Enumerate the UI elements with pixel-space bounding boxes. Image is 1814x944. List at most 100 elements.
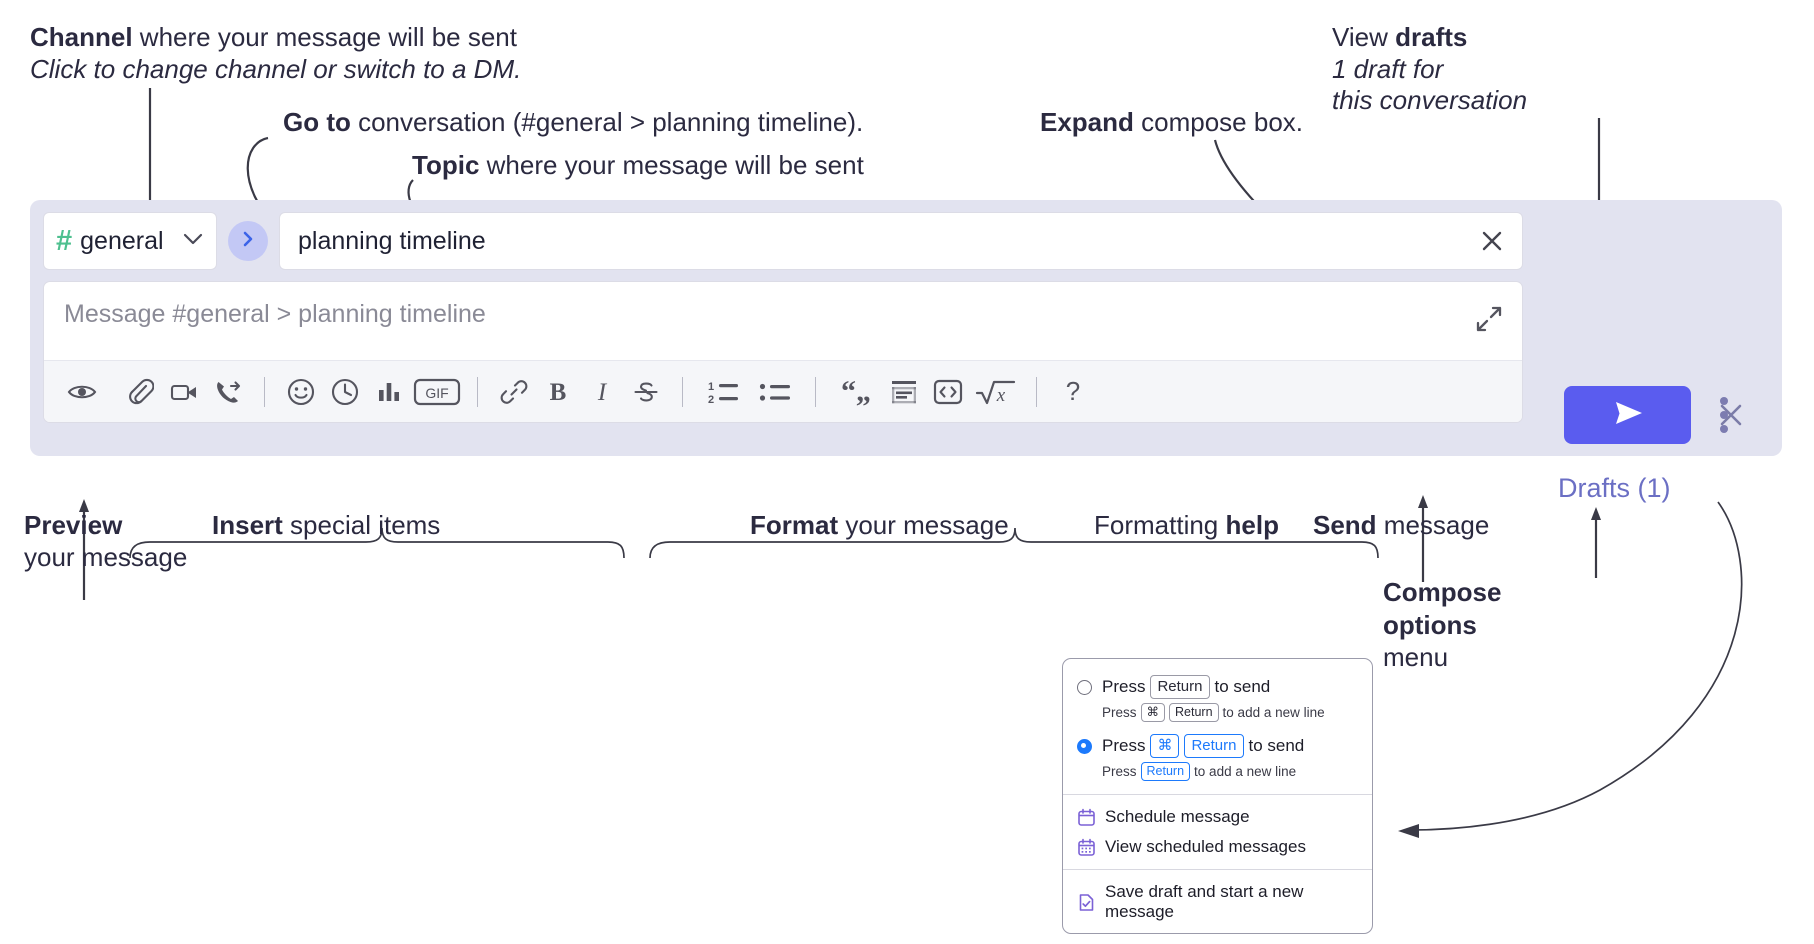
annotation-drafts-line2: this conversation [1332,85,1528,116]
preview-icon[interactable] [60,370,104,414]
option2-sub-key-return: Return [1140,762,1191,782]
topic-field[interactable]: planning timeline [279,212,1523,270]
send-paper-plane-icon [1604,393,1652,438]
ordered-list-icon[interactable]: 1 2 [697,370,749,414]
more-vertical-icon-dot [1720,397,1728,405]
send-button[interactable] [1564,386,1691,444]
expand-diagonal-icon[interactable] [1474,304,1504,339]
menu-item-save-draft[interactable]: Save draft and start a new message [1063,877,1372,927]
close-icon[interactable] [1476,225,1508,257]
option2-key-return: Return [1184,734,1244,759]
menu-item-label: Save draft and start a new message [1105,882,1304,922]
compose-options-menu: Press Return to send Press ⌘ Return to a… [1062,658,1373,935]
annotation-goto-rest: conversation (#general > planning timeli… [350,107,864,137]
menu-option-cmd-return-to-send[interactable]: Press ⌘ Return to send [1063,728,1372,760]
option1-key-return: Return [1150,675,1210,700]
option2-sub-press: Press [1102,764,1137,780]
more-vertical-icon-dot [1720,425,1728,433]
annotation-drafts: View drafts 1 draft for this conversatio… [1332,22,1527,117]
annotation-drafts-bold: drafts [1395,22,1468,52]
annotation-send-rest: message [1376,510,1490,540]
svg-text:?: ? [1066,377,1080,406]
annotation-expand: Expand compose box. [1040,107,1303,139]
annotation-compose-line1: Compose [1383,577,1502,607]
annotation-channel-rest: where your message will be sent [132,22,517,52]
annotation-goto-bold: Go to [283,107,351,137]
option1-text: Press Return to send [1102,675,1271,700]
phone-forward-icon[interactable] [206,370,250,414]
svg-text:“„: “„ [841,377,871,407]
option1-sub-key-cmd: ⌘ [1140,703,1166,723]
calendar-icon [1077,808,1096,827]
toolbar-separator [264,376,265,407]
annotation-compose-line2: options [1383,609,1477,640]
annotation-send: Send message [1313,510,1489,542]
toolbar-separator [1036,376,1037,407]
chevron-right-icon [238,229,258,254]
annotation-help-bold: help [1225,510,1279,540]
menu-item-label: Schedule message [1105,807,1250,827]
annotation-topic: Topic where your message will be sent [412,150,864,182]
menu-option-return-to-send[interactable]: Press Return to send [1063,669,1372,701]
document-check-icon [1077,893,1096,912]
annotation-compose-options: Compose options menu [1383,576,1501,674]
annotation-format-rest: your message [838,510,1009,540]
annotation-topic-bold: Topic [412,150,480,180]
option2-suffix: to send [1248,736,1305,756]
annotation-help: Formatting help [1094,510,1279,542]
link-icon[interactable] [492,370,536,414]
strikethrough-icon[interactable] [624,370,668,414]
compose-options-button[interactable] [1708,390,1740,440]
menu-divider [1063,869,1372,871]
svg-text:GIF: GIF [425,385,448,401]
annotation-preview-line2: your message [24,541,188,572]
emoji-icon[interactable] [279,370,323,414]
compose-close-button[interactable] [1714,398,1748,437]
bulleted-list-icon[interactable] [749,370,801,414]
option1-sub-key-return: Return [1169,703,1219,723]
menu-item-label: View scheduled messages [1105,837,1306,857]
toolbar-separator [815,376,816,407]
help-icon[interactable]: ? [1051,370,1095,414]
more-vertical-icon-dot [1720,411,1728,419]
annotation-channel-bold: Channel [30,22,133,52]
gif-icon[interactable]: GIF [411,370,463,414]
message-box: Message #general > planning timeline [43,281,1523,423]
annotation-insert-rest: special items [282,510,441,540]
option1-sub-text: Press ⌘ Return to add a new line [1063,701,1372,728]
clock-icon[interactable] [323,370,367,414]
goto-conversation-button[interactable] [228,221,268,261]
option2-sub-text: Press Return to add a new line [1063,760,1372,787]
option1-sub-suffix: to add a new line [1222,705,1325,721]
chevron-down-icon [182,232,204,251]
menu-item-view-scheduled-messages[interactable]: View scheduled messages [1063,832,1372,862]
toolbar-separator [682,376,683,407]
inline-code-icon[interactable] [926,370,970,414]
message-input[interactable]: Message #general > planning timeline [44,282,1522,360]
menu-item-schedule-message[interactable]: Schedule message [1063,802,1372,832]
math-icon[interactable]: x [970,370,1022,414]
menu-divider [1063,794,1372,796]
italic-icon[interactable]: I [580,370,624,414]
bold-icon[interactable]: B [536,370,580,414]
annotation-channel-italic: Click to change channel or switch to a D… [30,53,522,84]
annotation-insert: Insert special items [212,510,440,542]
radio-return-to-send[interactable] [1077,679,1092,695]
attachment-icon[interactable] [118,370,162,414]
blockquote-icon[interactable]: “„ [830,370,882,414]
option2-key-cmd: ⌘ [1150,734,1180,759]
bar-chart-icon[interactable] [367,370,411,414]
option1-suffix: to send [1214,677,1271,697]
drafts-link[interactable]: Drafts (1) [1558,473,1671,503]
annotation-format-bold: Format [750,510,839,540]
svg-text:I: I [597,379,608,406]
annotation-goto: Go to conversation (#general > planning … [283,107,863,139]
option1-sub-press: Press [1102,705,1137,721]
compose-inner: # general planning timeline [43,212,1523,423]
code-block-icon[interactable] [882,370,926,414]
channel-selector[interactable]: # general [43,212,217,270]
video-camera-icon[interactable] [162,370,206,414]
svg-text:B: B [550,379,567,406]
radio-cmd-return-to-send[interactable] [1077,738,1092,754]
